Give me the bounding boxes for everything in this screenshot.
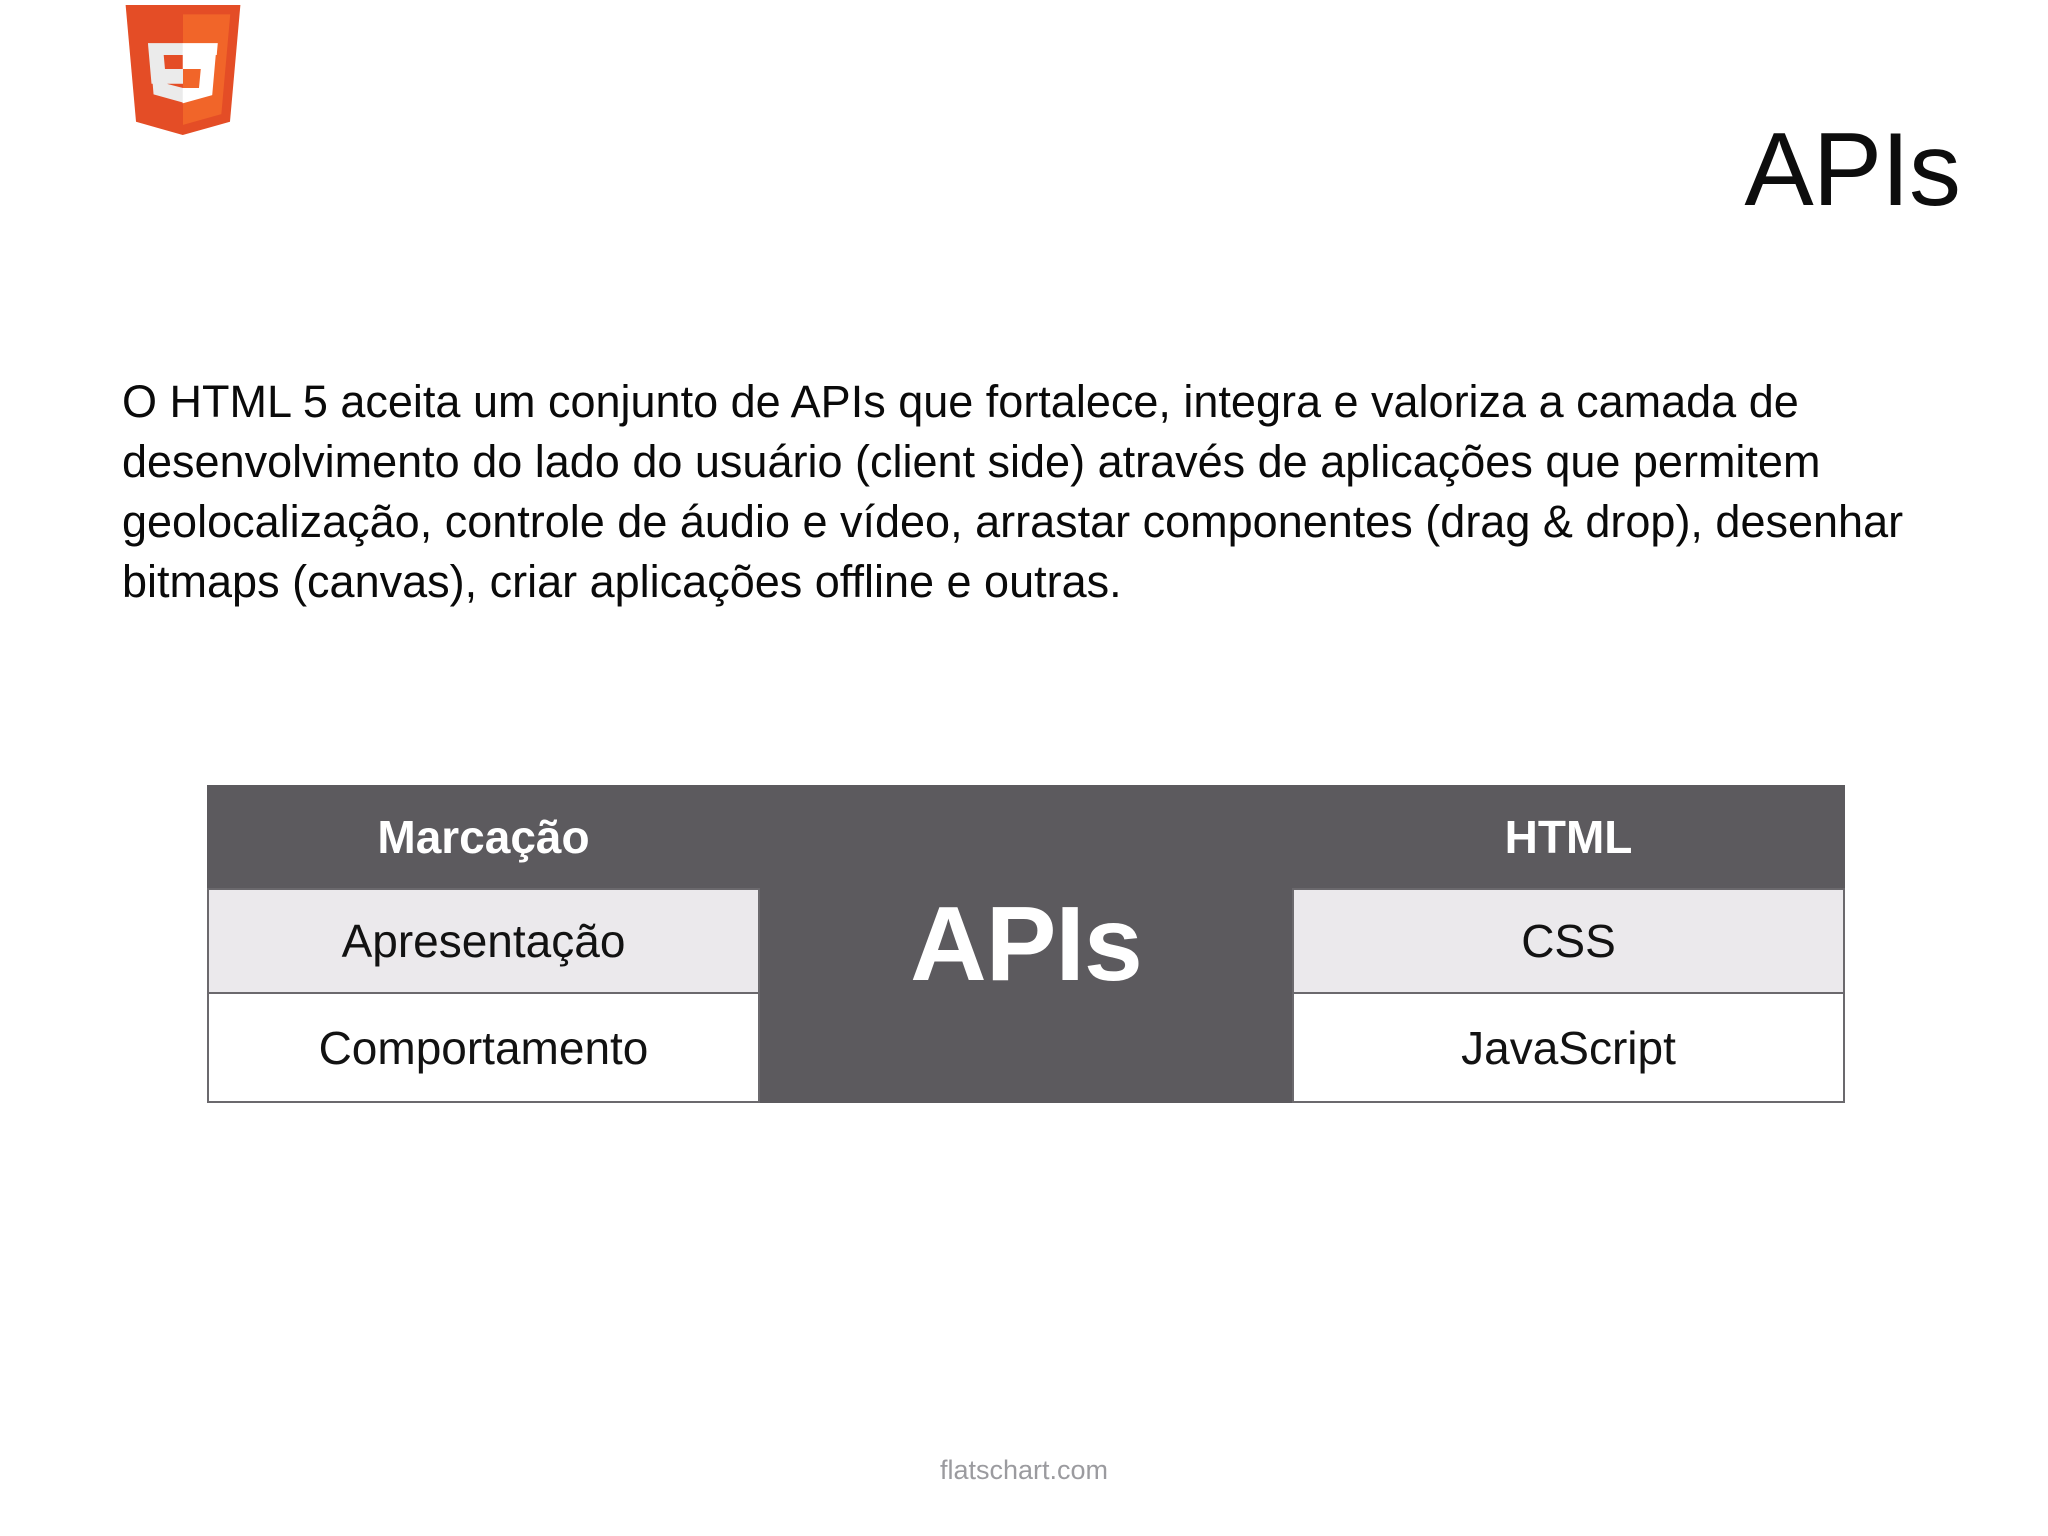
apis-layers-diagram: APIs Marcação Apresentação Comportamento…: [207, 785, 1845, 1103]
diagram-left-header: Marcação: [377, 810, 590, 863]
html5-shield-icon: [125, 5, 241, 135]
diagram-left-row-presentation: Apresentação: [207, 888, 760, 994]
diagram-left-column: Marcação Apresentação Comportamento: [207, 785, 760, 1103]
html5-logo: [118, 2, 248, 138]
body-paragraph: O HTML 5 aceita um conjunto de APIs que …: [122, 376, 1904, 607]
diagram-right-row-css: CSS: [1292, 888, 1845, 994]
footer-attribution: flatschart.com: [939, 1455, 1109, 1485]
diagram-right-column: HTML CSS JavaScript: [1292, 785, 1845, 1103]
diagram-left-row-behavior: Comportamento: [207, 994, 760, 1103]
diagram-right-row-javascript: JavaScript: [1292, 994, 1845, 1103]
diagram-right-header: HTML: [1504, 810, 1633, 863]
page-title: APIs: [1744, 112, 1961, 228]
